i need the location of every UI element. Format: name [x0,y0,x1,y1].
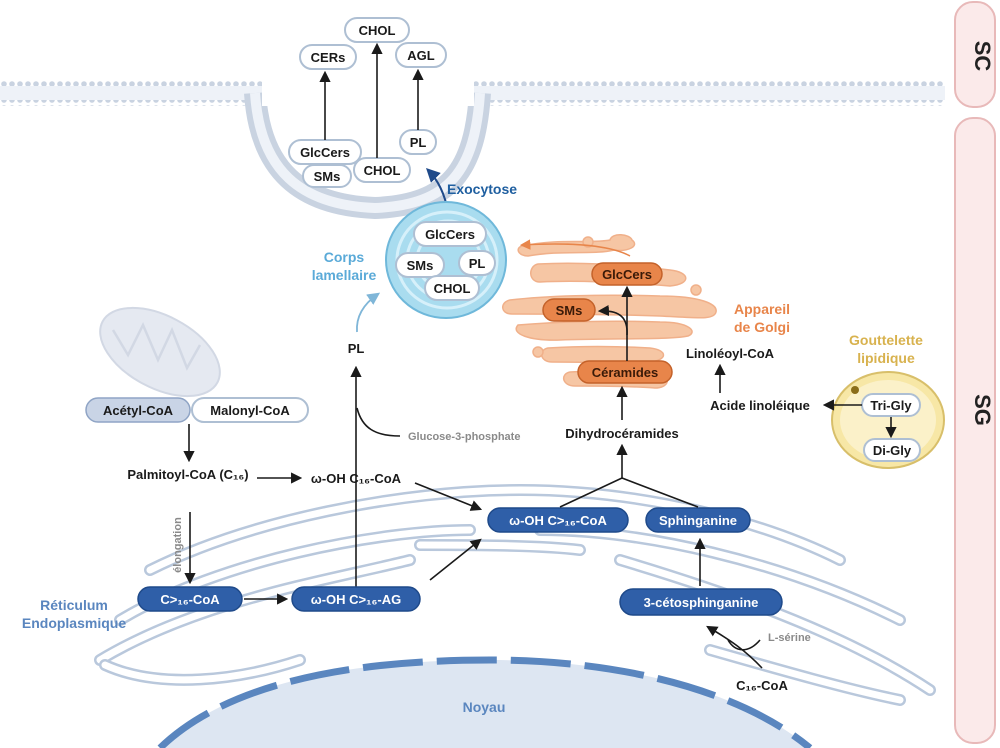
c16-coa-label: C₁₆-CoA [736,678,788,693]
vesicle-glccers-pill: GlcCers [288,139,362,165]
svg-text:AGL: AGL [407,48,435,63]
serine-branch [727,639,761,651]
side-bar-sg: SG [954,117,996,744]
svg-text:PL: PL [469,256,486,271]
reticulum-label-line1: Réticulum [40,597,108,613]
side-bar-sc: SC [954,1,996,108]
golgi-export-arrow [519,239,631,257]
sc-agl-pill: AGL [395,42,447,68]
omega-oh-coa-long-pill: ω-OH C>₁₆-CoA [487,507,629,533]
svg-text:Acétyl-CoA: Acétyl-CoA [103,403,174,418]
tri-gly-pill: Tri-Gly [861,393,921,417]
lamellar-glccers-pill: GlcCers [413,221,487,247]
dihydroceramides-label: Dihydrocéramides [565,426,678,441]
lamellar-pl-pill: PL [458,250,496,276]
svg-text:Di-Gly: Di-Gly [873,443,912,458]
svg-text:3-cétosphinganine: 3-cétosphinganine [644,595,759,610]
nucleus [157,656,813,748]
sg-label: SG [970,394,995,426]
l-serine-label: L-sérine [768,632,811,644]
svg-text:ω-OH C>₁₆-CoA: ω-OH C>₁₆-CoA [509,513,607,528]
omega-oh-ag-pill: ω-OH C>₁₆-AG [291,586,421,612]
svg-text:SMs: SMs [314,169,341,184]
exocytose-label: Exocytose [447,181,517,197]
svg-text:Céramides: Céramides [592,365,658,380]
malonyl-coa-pill: Malonyl-CoA [191,397,309,423]
svg-text:ω-OH C>₁₆-AG: ω-OH C>₁₆-AG [311,592,402,607]
svg-text:CHOL: CHOL [434,281,471,296]
glucose-branch [356,407,401,437]
elongation-label: élongation [172,517,184,573]
svg-text:PL: PL [410,135,427,150]
svg-text:CHOL: CHOL [364,163,401,178]
sphinganine-pill: Sphinganine [645,507,751,533]
lamellar-chol-pill: CHOL [424,275,480,301]
svg-text:CERs: CERs [311,50,346,65]
palmitoyl-coa-label: Palmitoyl-CoA (C₁₆) [127,467,248,482]
svg-text:GlcCers: GlcCers [300,145,350,160]
gouttelette-label-line2: lipidique [857,350,915,366]
svg-text:SMs: SMs [407,258,434,273]
corps-lamellaire-label-line1: Corps [324,249,365,265]
vesicle-sms-pill: SMs [302,164,352,188]
svg-text:Tri-Gly: Tri-Gly [870,398,912,413]
svg-text:GlcCers: GlcCers [425,227,475,242]
corps-lamellaire-label-line2: lamellaire [312,267,377,283]
noyau-label: Noyau [463,699,506,715]
linoleoyl-coa-label: Linoléoyl-CoA [686,346,775,361]
gouttelette-label-line1: Gouttelette [849,332,923,348]
di-gly-pill: Di-Gly [863,438,921,462]
sc-chol-pill: CHOL [344,17,410,43]
svg-text:GlcCers: GlcCers [602,267,652,282]
acide-linoleique-label: Acide linoléique [710,398,810,413]
pl-to-lamellar-arrow [356,292,381,333]
golgi-label-line1: Appareil [734,301,790,317]
c16-coa-long-pill: C>₁₆-CoA [137,586,243,612]
sc-cers-pill: CERs [299,44,357,70]
reticulum-label-line2: Endoplasmique [22,615,126,631]
arrow-omega-c16-to-omega-long [414,482,483,511]
endoplasmic-reticulum [94,483,936,706]
arrow-ceramides-to-sms [597,304,628,336]
svg-text:SMs: SMs [556,303,583,318]
golgi-label-line2: de Golgi [734,319,790,335]
plasma-membrane [0,80,945,220]
ceto-sphinganine-pill: 3-cétosphinganine [619,588,783,616]
glucose-3-phosphate-label: Glucose-3-phosphate [408,431,520,443]
svg-text:CHOL: CHOL [359,23,396,38]
svg-text:Sphinganine: Sphinganine [659,513,737,528]
lamellar-sms-pill: SMs [395,252,445,278]
golgi-glccers-pill: GlcCers [591,262,663,286]
golgi-ceramides-pill: Céramides [577,360,673,384]
svg-text:C>₁₆-CoA: C>₁₆-CoA [160,592,220,607]
mitochondrion [99,306,221,398]
arrow-c16-to-ceto [706,625,763,669]
arrow-omega-ag-to-omega-coa [429,538,482,581]
golgi-sms-pill: SMs [542,298,596,322]
acetyl-coa-pill: Acétyl-CoA [85,397,191,423]
vesicle-chol-pill: CHOL [353,157,411,183]
sc-label: SC [970,41,995,72]
vesicle-pl-pill: PL [399,129,437,155]
svg-text:Malonyl-CoA: Malonyl-CoA [210,403,290,418]
pl-label: PL [348,341,365,356]
